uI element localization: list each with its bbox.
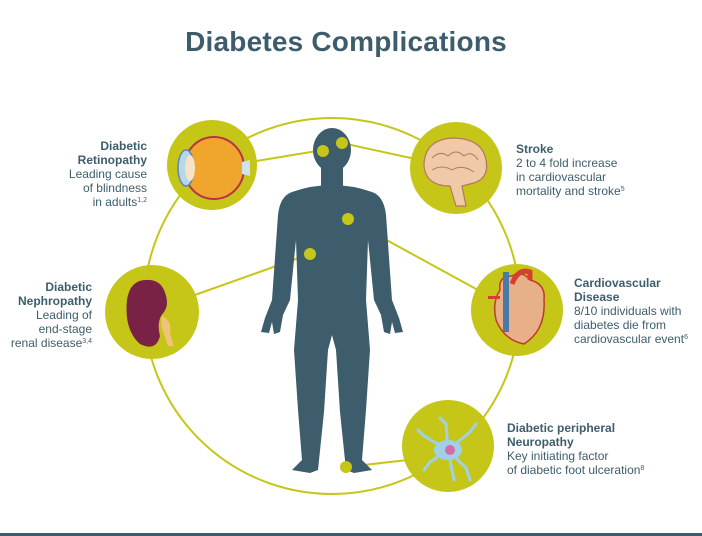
desc-line: Key initiating factor	[507, 449, 609, 463]
heading-line: Retinopathy	[77, 153, 147, 167]
desc-line: in cardiovascular	[516, 170, 607, 184]
desc-line: Leading of	[35, 308, 92, 322]
heading-line: Neuropathy	[507, 435, 574, 449]
label-cardiovascular: Cardiovascular Disease 8/10 individuals …	[574, 276, 702, 346]
heart-icon	[471, 264, 563, 356]
desc-line: Leading cause	[68, 167, 147, 181]
footer-divider	[0, 533, 702, 536]
label-retinopathy: Diabetic Retinopathy Leading cause of bl…	[42, 139, 147, 209]
label-neuropathy: Diabetic peripheral Neuropathy Key initi…	[507, 421, 687, 477]
eye-icon	[167, 120, 257, 210]
citation: 5	[620, 186, 625, 193]
kidney-icon	[105, 265, 199, 359]
human-body-silhouette	[261, 128, 403, 473]
heading-line: Disease	[574, 290, 620, 304]
page-title: Diabetes Complications	[185, 26, 507, 57]
desc-line: of blindness	[82, 181, 147, 195]
desc-line: in adults1,2	[92, 195, 147, 209]
citation: 8	[640, 465, 645, 472]
citation: 6	[684, 334, 688, 341]
desc-line: 2 to 4 fold increase	[516, 156, 618, 170]
desc-line: diabetes die from	[574, 318, 667, 332]
label-nephropathy: Diabetic Nephropathy Leading of end-stag…	[4, 280, 92, 350]
heading-line: Nephropathy	[17, 294, 92, 308]
brain-icon	[410, 122, 502, 214]
heading-line: Cardiovascular	[574, 276, 661, 290]
heading-line: Diabetic	[45, 280, 92, 294]
desc-line: cardiovascular event6	[574, 332, 688, 346]
label-stroke: Stroke 2 to 4 fold increase in cardiovas…	[516, 142, 666, 198]
citation: 1,2	[137, 197, 147, 204]
neuron-icon	[402, 400, 494, 492]
desc-line: mortality and stroke5	[516, 184, 625, 198]
heading-line: Diabetic	[100, 139, 147, 153]
desc-line: end-stage	[38, 322, 92, 336]
desc-line: renal disease3,4	[10, 336, 92, 350]
heading-line: Diabetic peripheral	[507, 421, 616, 435]
body-markers	[304, 137, 354, 473]
heading-line: Stroke	[516, 142, 554, 156]
desc-line: 8/10 individuals with	[574, 304, 682, 318]
desc-line: of diabetic foot ulceration8	[507, 463, 645, 477]
citation: 3,4	[82, 338, 92, 345]
